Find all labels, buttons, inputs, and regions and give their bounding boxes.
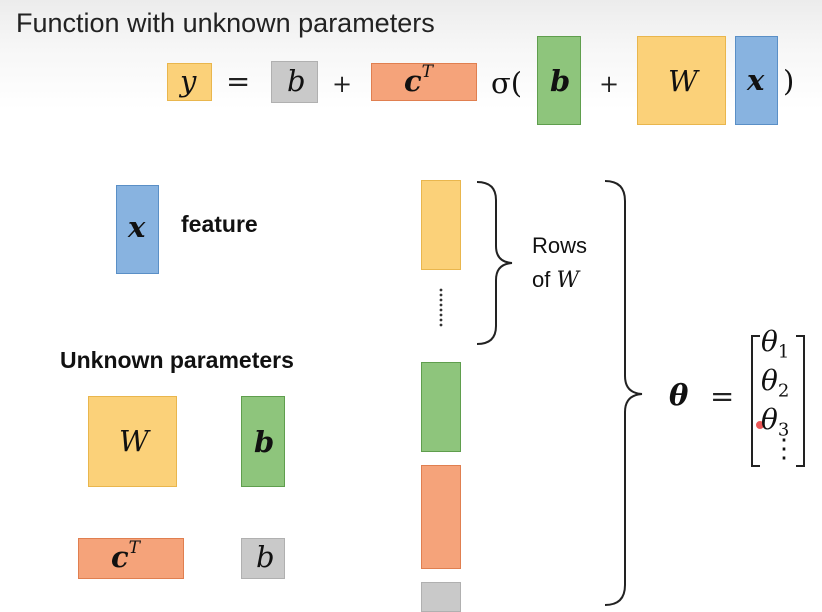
stack-W-row-first: [421, 180, 461, 270]
param-b-vector-symbol: b: [254, 425, 275, 459]
theta-vdots: ⋮: [771, 434, 797, 464]
c-transpose-symbol: cT: [404, 62, 434, 98]
theta-symbol: θ: [669, 378, 689, 412]
feature-label: feature: [181, 211, 258, 237]
param-b-scalar-box: [241, 538, 285, 579]
equals-sign: =: [226, 64, 251, 98]
param-b-vector-box: [241, 396, 285, 487]
c-transpose-box: [371, 63, 477, 101]
x-symbol: x: [747, 63, 765, 97]
y-box: [167, 63, 212, 101]
pointer-dot-icon: [756, 421, 764, 429]
rows-label: Rows: [532, 233, 588, 258]
param-b-scalar-symbol: b: [256, 540, 275, 574]
b-scalar-symbol: b: [287, 64, 306, 98]
feature-x-box: [116, 185, 159, 274]
theta-entry-2: θ2: [761, 364, 790, 402]
param-c-transpose-symbol: cT: [111, 538, 141, 574]
sigma-open: σ(: [491, 66, 523, 100]
x-vector-box: [735, 36, 778, 125]
vertical-dots-icon: [439, 288, 443, 327]
right-bracket-icon: [796, 335, 805, 467]
theta-entry-1: θ1: [761, 325, 790, 363]
param-c-transpose-box: [78, 538, 184, 579]
stack-c-transpose: [421, 465, 461, 569]
stack-b-vector: [421, 362, 461, 452]
theta-equals: =: [710, 379, 735, 413]
rows-brace-icon: [476, 181, 513, 345]
param-W-box: [88, 396, 177, 487]
close-paren: ): [783, 64, 795, 98]
feature-x-symbol: x: [128, 210, 146, 244]
unknown-parameters-heading: Unknown parameters: [60, 347, 294, 373]
theta-entry-3: θ3: [761, 403, 790, 441]
y-symbol: y: [180, 64, 197, 98]
b-vector-symbol: b: [550, 64, 571, 98]
b-scalar-box: [271, 61, 318, 103]
theta-brace-icon: [604, 180, 643, 606]
W-matrix-box: [637, 36, 726, 125]
plus-sign: +: [332, 70, 353, 98]
plus-sign: +: [599, 70, 620, 98]
W-symbol: W: [668, 64, 698, 98]
rows-of-W-label: of W: [532, 267, 580, 293]
left-bracket-icon: [751, 335, 760, 467]
slide-title: Function with unknown parameters: [16, 8, 435, 38]
param-W-symbol: W: [119, 424, 149, 458]
b-vector-box: [537, 36, 581, 125]
